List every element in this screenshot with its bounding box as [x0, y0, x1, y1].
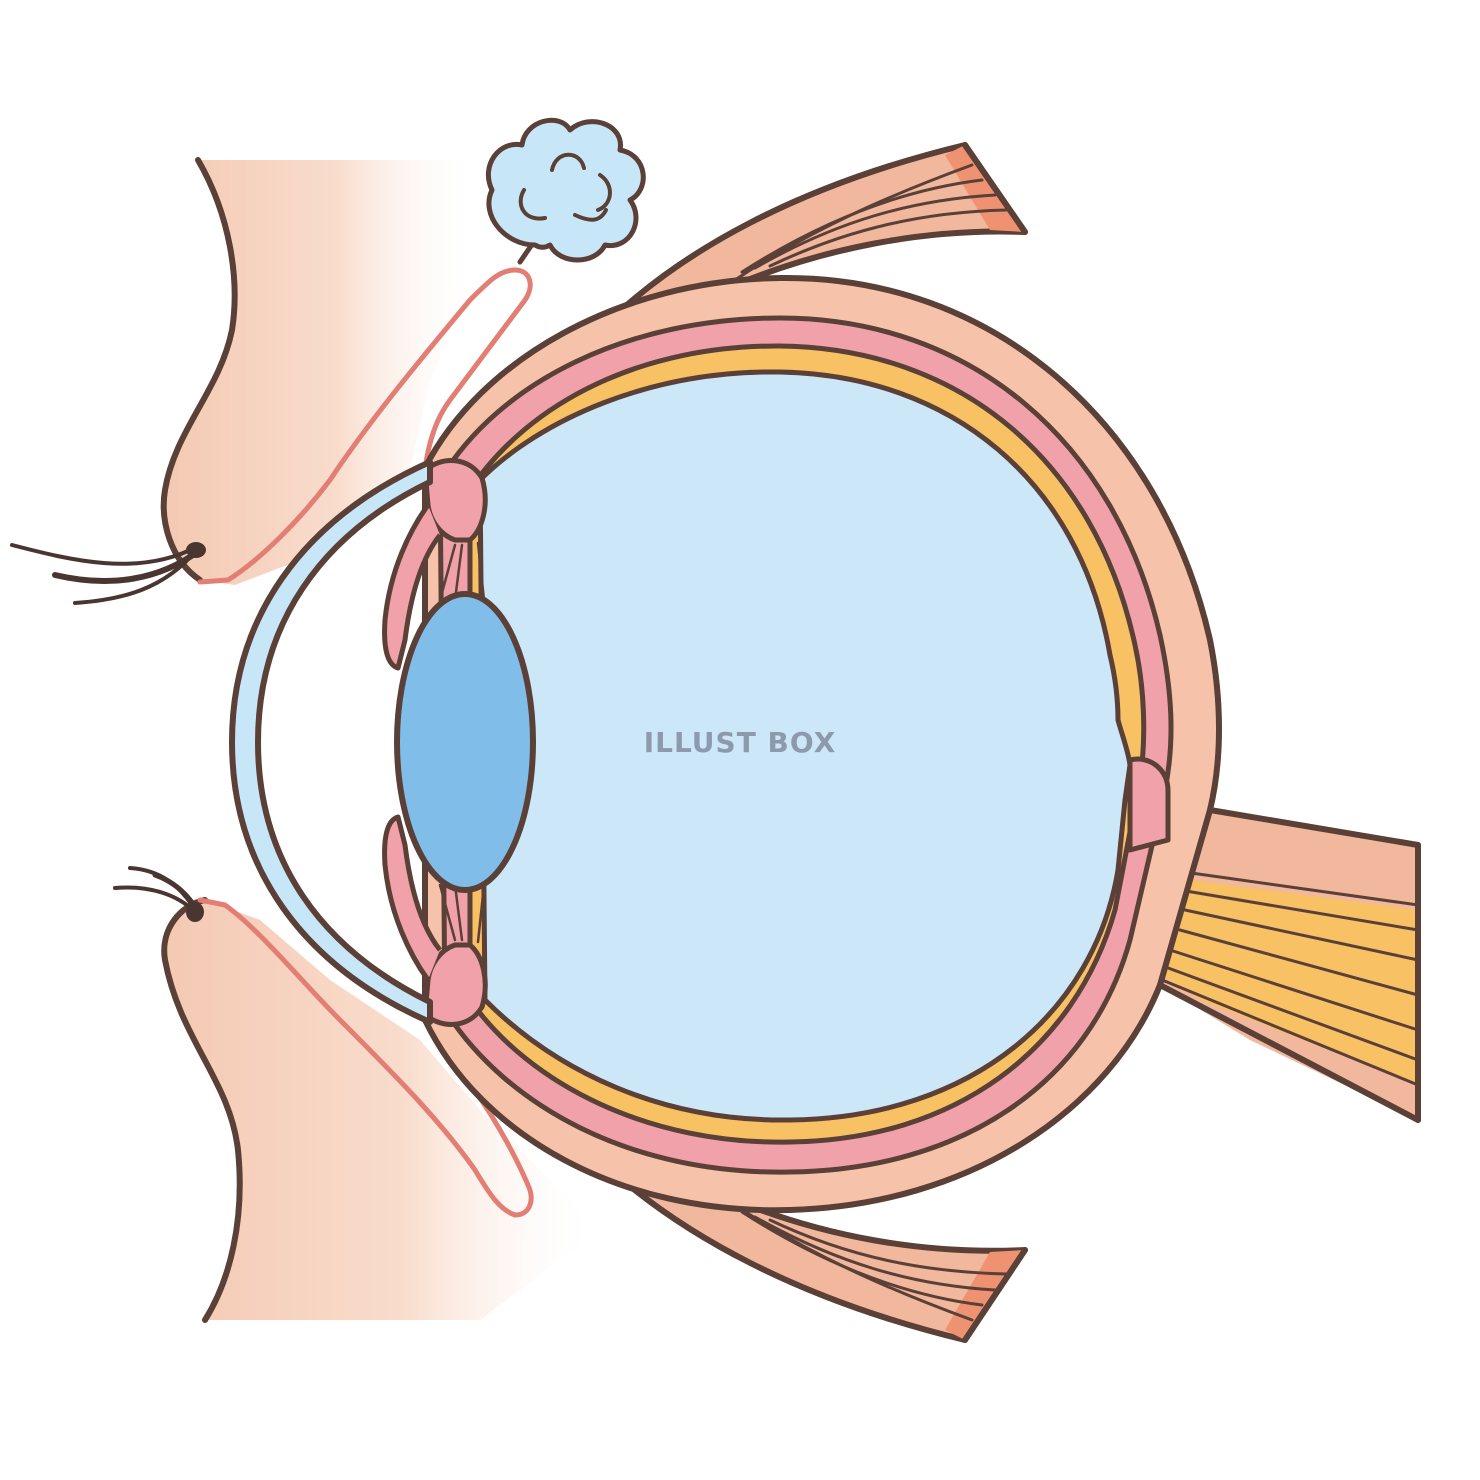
lower-eyelid [161, 897, 600, 1323]
optic-nerve [1120, 800, 1421, 1123]
cornea [229, 459, 433, 1025]
ciliary-body-upper [382, 458, 488, 671]
crystalline-lens [394, 591, 536, 893]
vitreous-body [477, 369, 1133, 1123]
upper-eyelid [160, 157, 481, 585]
lacrimal-gland [485, 117, 646, 265]
upper-eyelashes [10, 542, 206, 605]
optic-disc [1127, 756, 1171, 853]
ciliary-body-lower [382, 814, 488, 1027]
watermark-text: ILLUST BOX [643, 725, 837, 759]
zonular-fibers [438, 541, 486, 944]
lower-eyelashes [113, 866, 204, 922]
